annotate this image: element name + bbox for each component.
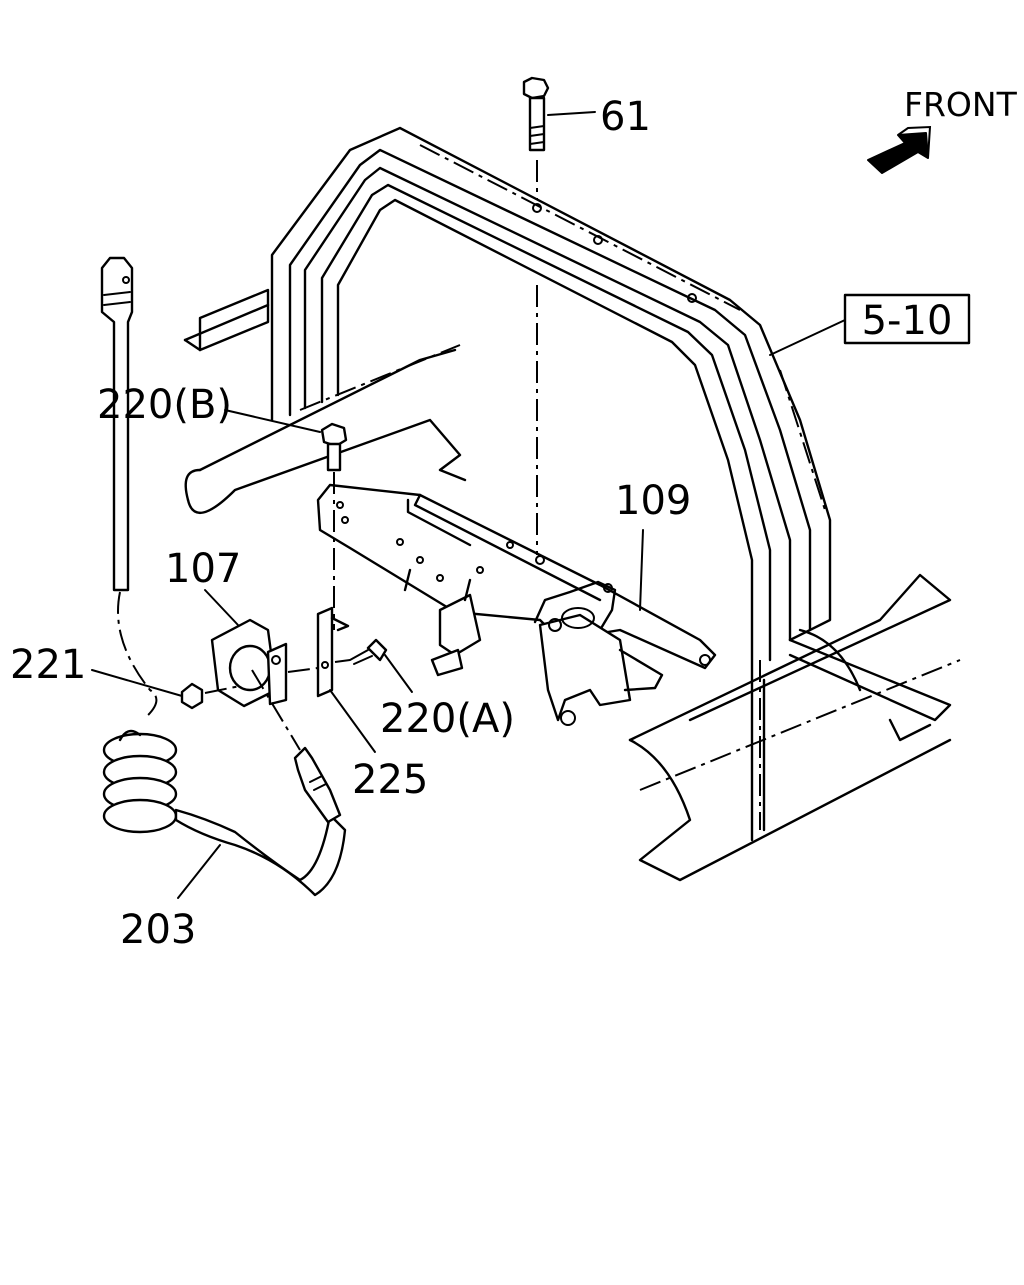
label-107: 107 [165, 546, 241, 592]
callout-203: 203 [120, 844, 221, 953]
label-109: 109 [615, 478, 691, 524]
label-221: 221 [10, 642, 86, 688]
label-203: 203 [120, 907, 196, 953]
ref-label: 5-10 [862, 298, 953, 344]
frame-rail-left [183, 288, 467, 515]
guard-frame [270, 126, 832, 842]
bolt-220a [334, 638, 388, 665]
bolt-220b [320, 422, 348, 630]
label-225: 225 [352, 757, 428, 803]
callout-221: 221 [10, 642, 183, 697]
label-220b: 220(B) [97, 382, 232, 428]
callout-107: 107 [165, 546, 241, 626]
callout-109: 109 [615, 478, 691, 611]
bolt-61 [522, 76, 550, 555]
front-indicator: FRONT [867, 85, 1018, 174]
label-61: 61 [600, 94, 651, 140]
bracket-109 [316, 483, 717, 726]
callout-220a: 220(A) [380, 654, 515, 742]
part-107 [210, 618, 319, 751]
front-label: FRONT [904, 85, 1018, 124]
callout-220b: 220(B) [97, 382, 321, 433]
cable-203 [100, 256, 347, 897]
callout-225: 225 [329, 689, 428, 803]
callout-61: 61 [547, 94, 651, 140]
clamp-225 [316, 606, 350, 698]
ref-box: 5-10 [769, 293, 971, 356]
label-220a: 220(A) [380, 696, 515, 742]
nut-221 [180, 682, 241, 710]
front-arrow-icon [867, 125, 932, 174]
frame-rail-right [628, 573, 961, 882]
